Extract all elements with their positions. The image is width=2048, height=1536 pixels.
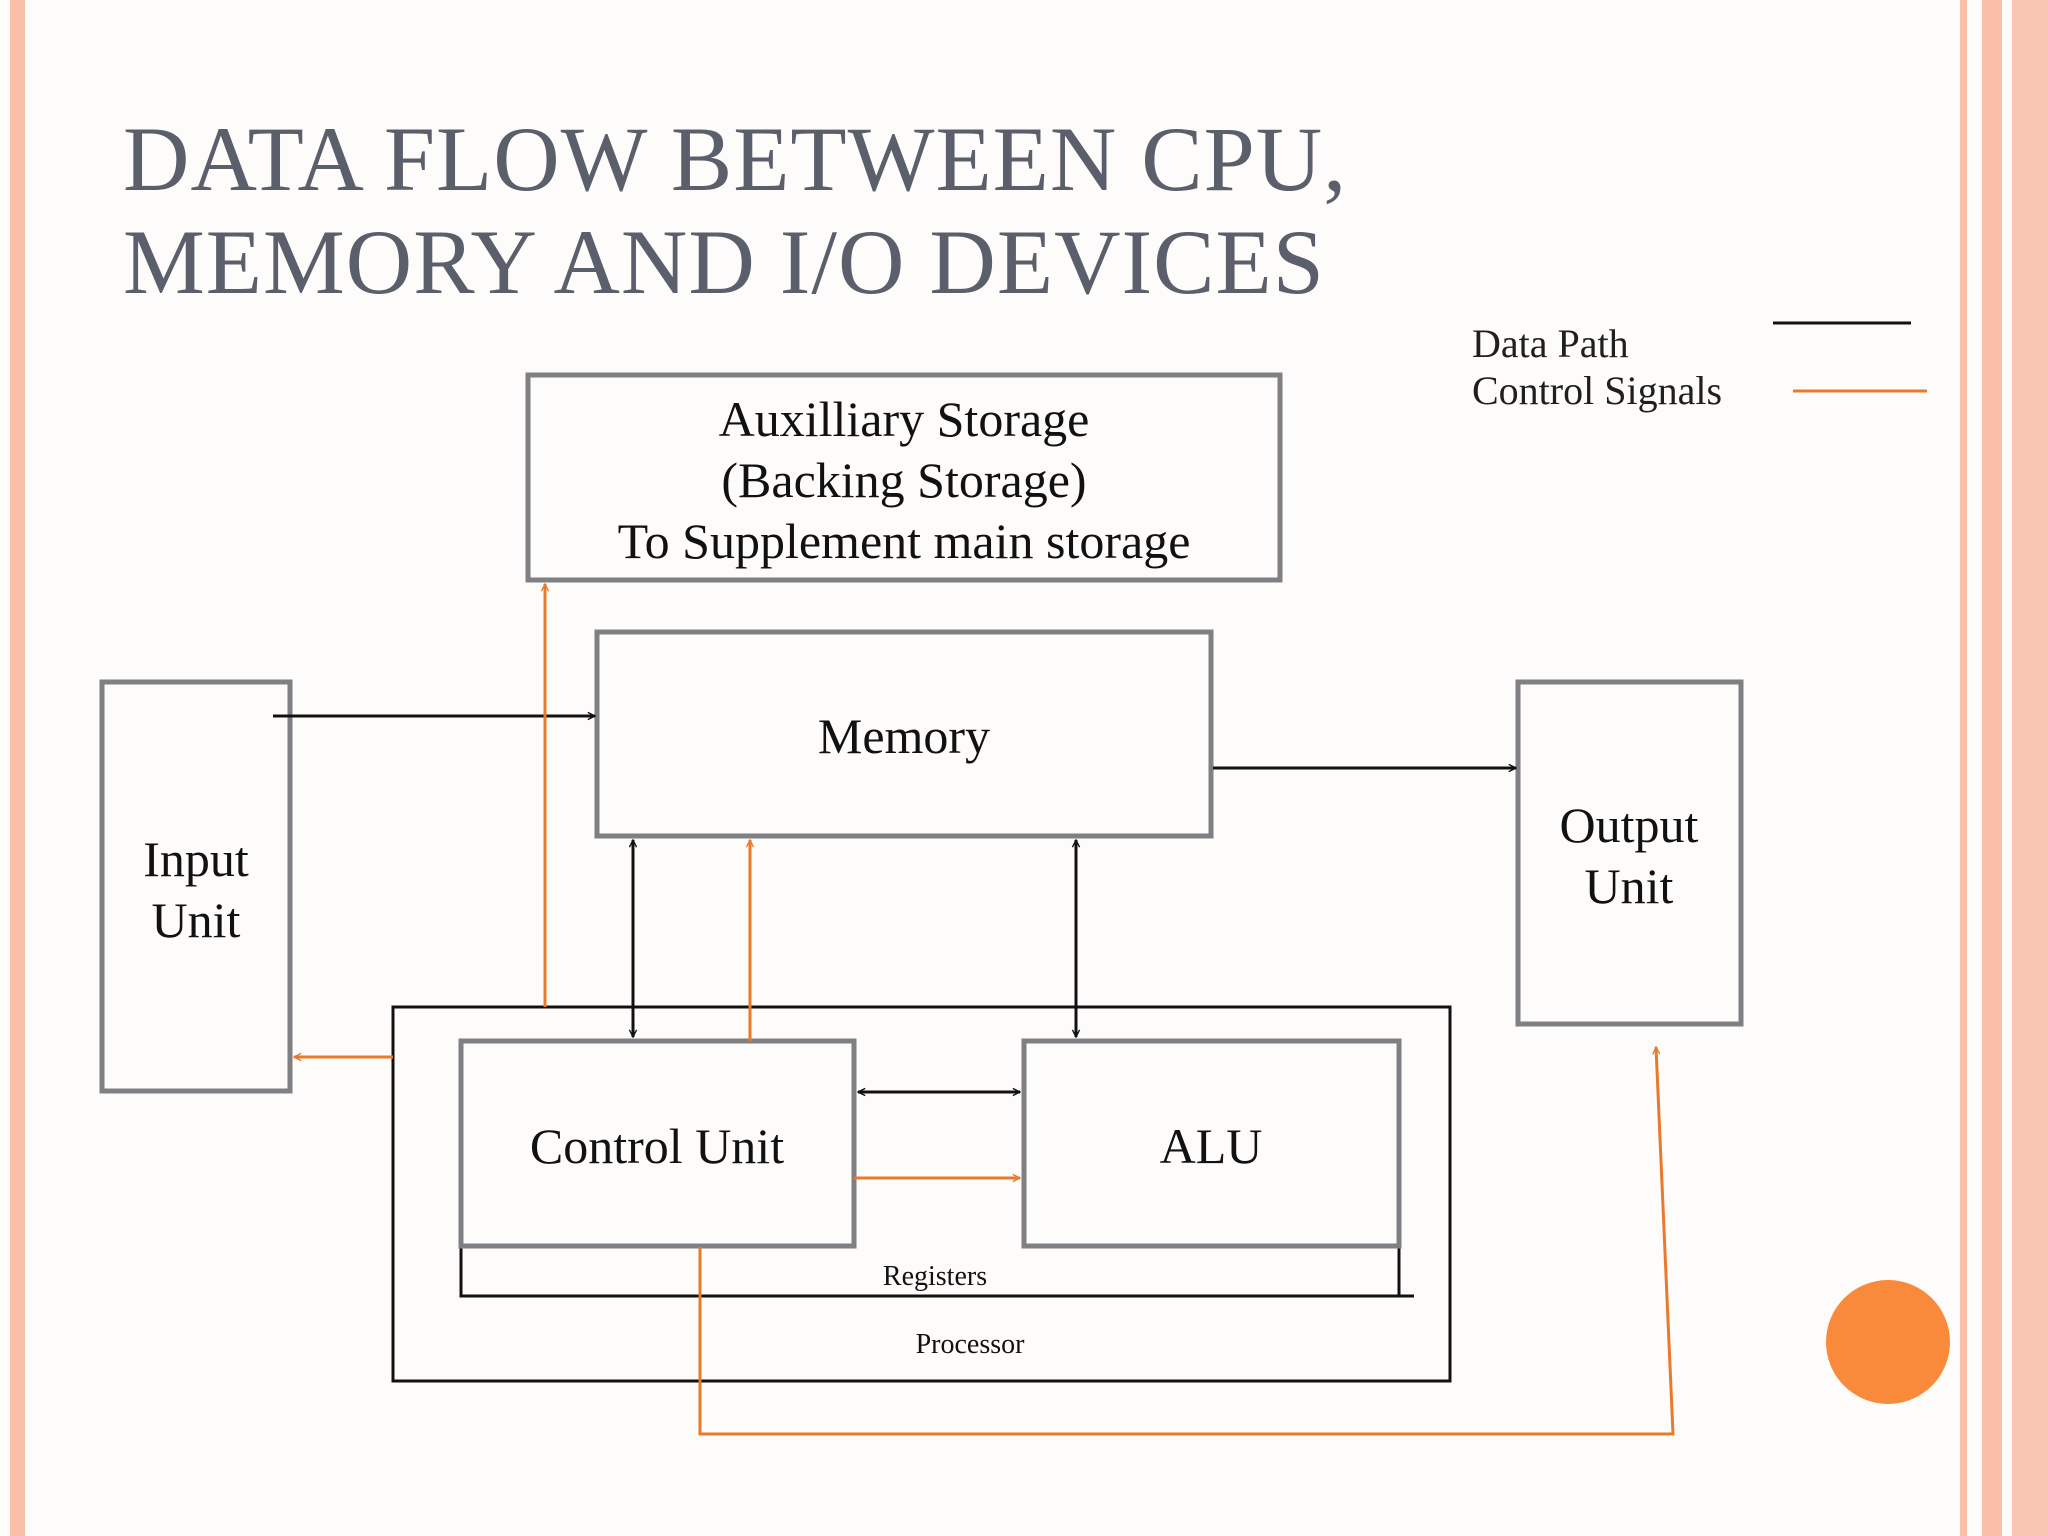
alu-label: ALU (1160, 1118, 1263, 1174)
slide-border-right (2012, 0, 2048, 1536)
control-unit-label: Control Unit (530, 1118, 784, 1174)
slide-border-right (1960, 0, 1967, 1536)
registers-label: Registers (883, 1261, 987, 1292)
alu-box: ALU (1021, 1038, 1402, 1249)
legend-data-path-label: Data Path (1472, 321, 1629, 366)
input-unit-box: Input Unit (99, 679, 293, 1094)
slide-border-right (1982, 0, 2002, 1536)
memory-label: Memory (818, 708, 990, 764)
processor-label: Processor (916, 1329, 1026, 1360)
output-unit-label-line-2: Unit (1585, 858, 1674, 914)
aux-storage-label-line-2: (Backing Storage) (721, 452, 1086, 508)
slide-title-line-1: DATA FLOW BETWEEN CPU, (123, 108, 1348, 210)
aux-storage-label-line-3: To Supplement main storage (618, 513, 1191, 569)
slide-title-line-2: MEMORY AND I/O DEVICES (123, 211, 1325, 313)
output-unit-box: Output Unit (1515, 679, 1744, 1027)
processor-box: Processor (391, 1005, 1452, 1383)
output-unit-label-line-1: Output (1560, 797, 1699, 853)
legend-control-signals-label: Control Signals (1472, 368, 1723, 413)
control-signal-to-output-unit (698, 1047, 1675, 1436)
auxiliary-storage-box: Auxilliary Storage (Backing Storage) To … (525, 372, 1283, 583)
decorative-orange-circle (1826, 1280, 1950, 1404)
control-unit-box: Control Unit (458, 1038, 857, 1249)
input-unit-label-line-1: Input (143, 831, 249, 887)
aux-storage-label-line-1: Auxilliary Storage (719, 391, 1090, 447)
memory-box: Memory (594, 629, 1214, 839)
slide-border-left (10, 0, 25, 1536)
slide-title: DATA FLOW BETWEEN CPU, MEMORY AND I/O DE… (123, 108, 1423, 314)
input-unit-label-line-2: Unit (152, 892, 241, 948)
